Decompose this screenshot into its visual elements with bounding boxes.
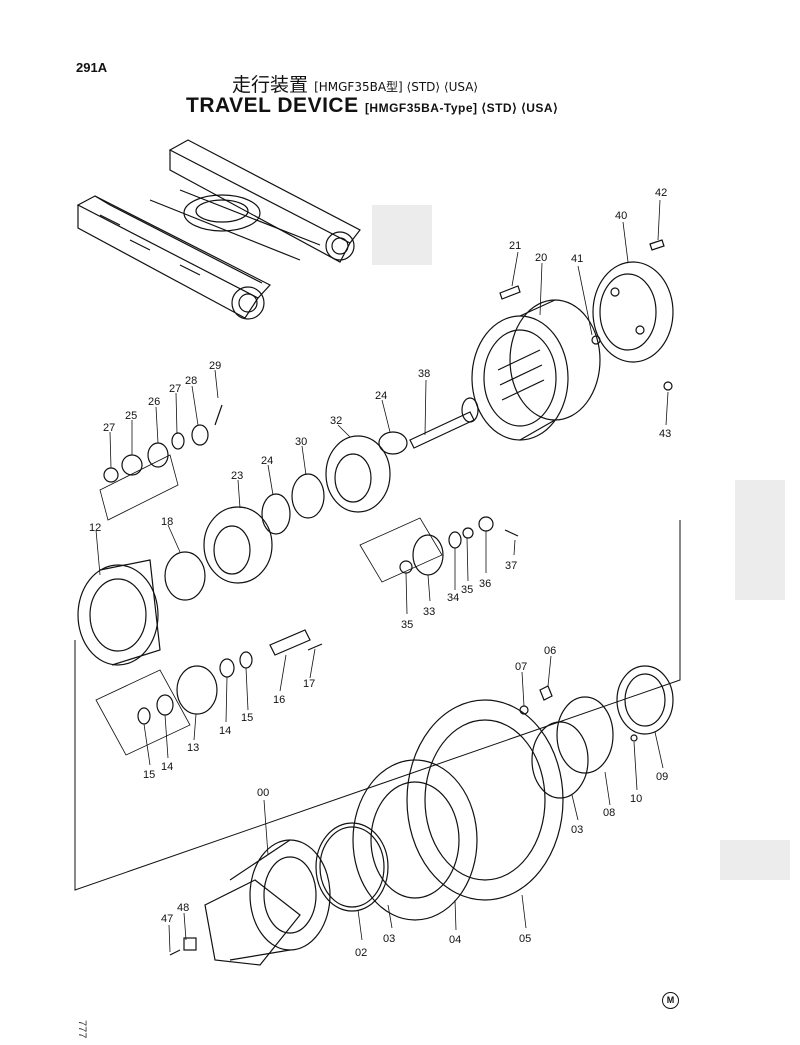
callout-26: 26 bbox=[148, 396, 160, 408]
undercarriage-frame bbox=[76, 139, 361, 320]
callout-00: 00 bbox=[257, 787, 269, 799]
leader-lines bbox=[95, 199, 669, 953]
callout-15-right: 15 bbox=[241, 712, 253, 724]
callout-47: 47 bbox=[161, 913, 173, 925]
title-jp-main: 走行装置 bbox=[232, 74, 309, 96]
callout-12: 12 bbox=[89, 522, 101, 534]
group-frame-lines bbox=[74, 520, 681, 891]
cover-plate bbox=[592, 261, 674, 363]
callout-23: 23 bbox=[231, 470, 243, 482]
bolts-small bbox=[499, 239, 673, 391]
travel-motor bbox=[169, 839, 331, 966]
callout-41: 41 bbox=[571, 253, 583, 265]
callout-21: 21 bbox=[509, 240, 521, 252]
callout-08: 08 bbox=[603, 807, 615, 819]
callout-38: 38 bbox=[418, 368, 430, 380]
callout-36: 36 bbox=[479, 578, 491, 590]
callout-labels: 42 40 21 20 41 43 29 38 28 27 26 25 27 2… bbox=[89, 187, 671, 959]
callout-34: 34 bbox=[447, 592, 459, 604]
callout-02: 02 bbox=[355, 947, 367, 959]
callout-20: 20 bbox=[535, 252, 547, 264]
callout-16: 16 bbox=[273, 694, 285, 706]
callout-48: 48 bbox=[177, 902, 189, 914]
callout-17: 17 bbox=[303, 678, 315, 690]
shaft-38 bbox=[409, 397, 479, 449]
callout-10: 10 bbox=[630, 793, 642, 805]
callout-35-left: 35 bbox=[401, 619, 413, 631]
title-jp-sub: [HMGF35BA型] ⟨STD⟩ ⟨USA⟩ bbox=[314, 80, 479, 94]
callout-27-lower: 27 bbox=[103, 422, 115, 434]
callout-03-right: 03 bbox=[571, 824, 583, 836]
corner-mark: M bbox=[662, 992, 679, 1009]
callout-15-left: 15 bbox=[143, 769, 155, 781]
callout-09: 09 bbox=[656, 771, 668, 783]
callout-25: 25 bbox=[125, 410, 137, 422]
callout-28: 28 bbox=[185, 375, 197, 387]
background-shading bbox=[372, 205, 790, 880]
callout-05: 05 bbox=[519, 933, 531, 945]
callout-14-left: 14 bbox=[161, 761, 173, 773]
callout-13: 13 bbox=[187, 742, 199, 754]
planetary-stage-1 bbox=[99, 404, 408, 584]
title-en-main: TRAVEL DEVICE bbox=[186, 94, 359, 117]
page-id: 291A bbox=[76, 60, 108, 75]
callout-27-upper: 27 bbox=[169, 383, 181, 395]
callout-06: 06 bbox=[544, 645, 556, 657]
callout-42: 42 bbox=[655, 187, 667, 199]
planetary-stage-2 bbox=[77, 516, 519, 756]
callout-24-lower: 24 bbox=[261, 455, 273, 467]
callout-30: 30 bbox=[295, 436, 307, 448]
callout-03-left: 03 bbox=[383, 933, 395, 945]
callout-40: 40 bbox=[615, 210, 627, 222]
callout-32: 32 bbox=[330, 415, 342, 427]
ring-gear-hub bbox=[471, 299, 601, 441]
callout-04: 04 bbox=[449, 934, 461, 946]
callout-37: 37 bbox=[505, 560, 517, 572]
title-en-sub: [HMGF35BA-Type] ⟨STD⟩ ⟨USA⟩ bbox=[364, 101, 559, 115]
title-english: TRAVEL DEVICE [HMGF35BA-Type] ⟨STD⟩ ⟨USA… bbox=[186, 94, 558, 118]
callout-33: 33 bbox=[423, 606, 435, 618]
side-note: 777 bbox=[76, 1020, 88, 1039]
title-japanese: 走行装置 [HMGF35BA型] ⟨STD⟩ ⟨USA⟩ bbox=[232, 70, 478, 97]
callout-14-right: 14 bbox=[219, 725, 231, 737]
callout-07: 07 bbox=[515, 661, 527, 673]
callout-24-upper: 24 bbox=[375, 390, 387, 402]
callout-29: 29 bbox=[209, 360, 221, 372]
callout-35-right: 35 bbox=[461, 584, 473, 596]
callout-18: 18 bbox=[161, 516, 173, 528]
callout-43: 43 bbox=[659, 428, 671, 440]
sprocket-assembly bbox=[315, 665, 674, 921]
